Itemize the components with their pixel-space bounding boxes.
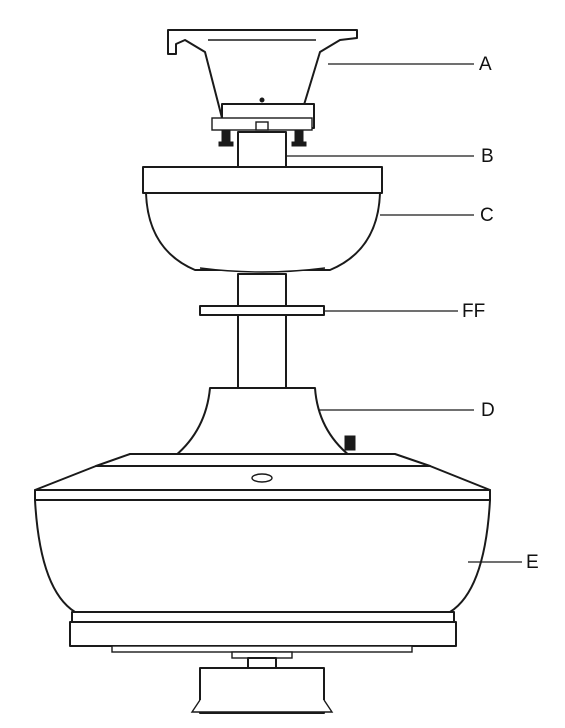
callout-e: E [526, 552, 539, 573]
callout-a: A [479, 54, 492, 75]
downrod-ball [237, 131, 287, 169]
motor-housing [34, 453, 491, 653]
callout-b: B [481, 146, 494, 167]
callout-c: C [480, 205, 494, 226]
callout-d: D [481, 400, 495, 421]
mounting-bracket [167, 29, 358, 147]
trim-ring [199, 305, 325, 316]
canopy [142, 166, 383, 273]
callout-ff: FF [462, 301, 485, 322]
coupling-cover [174, 387, 356, 457]
light-kit-adapter [190, 651, 334, 714]
downrod-shaft [237, 273, 287, 389]
